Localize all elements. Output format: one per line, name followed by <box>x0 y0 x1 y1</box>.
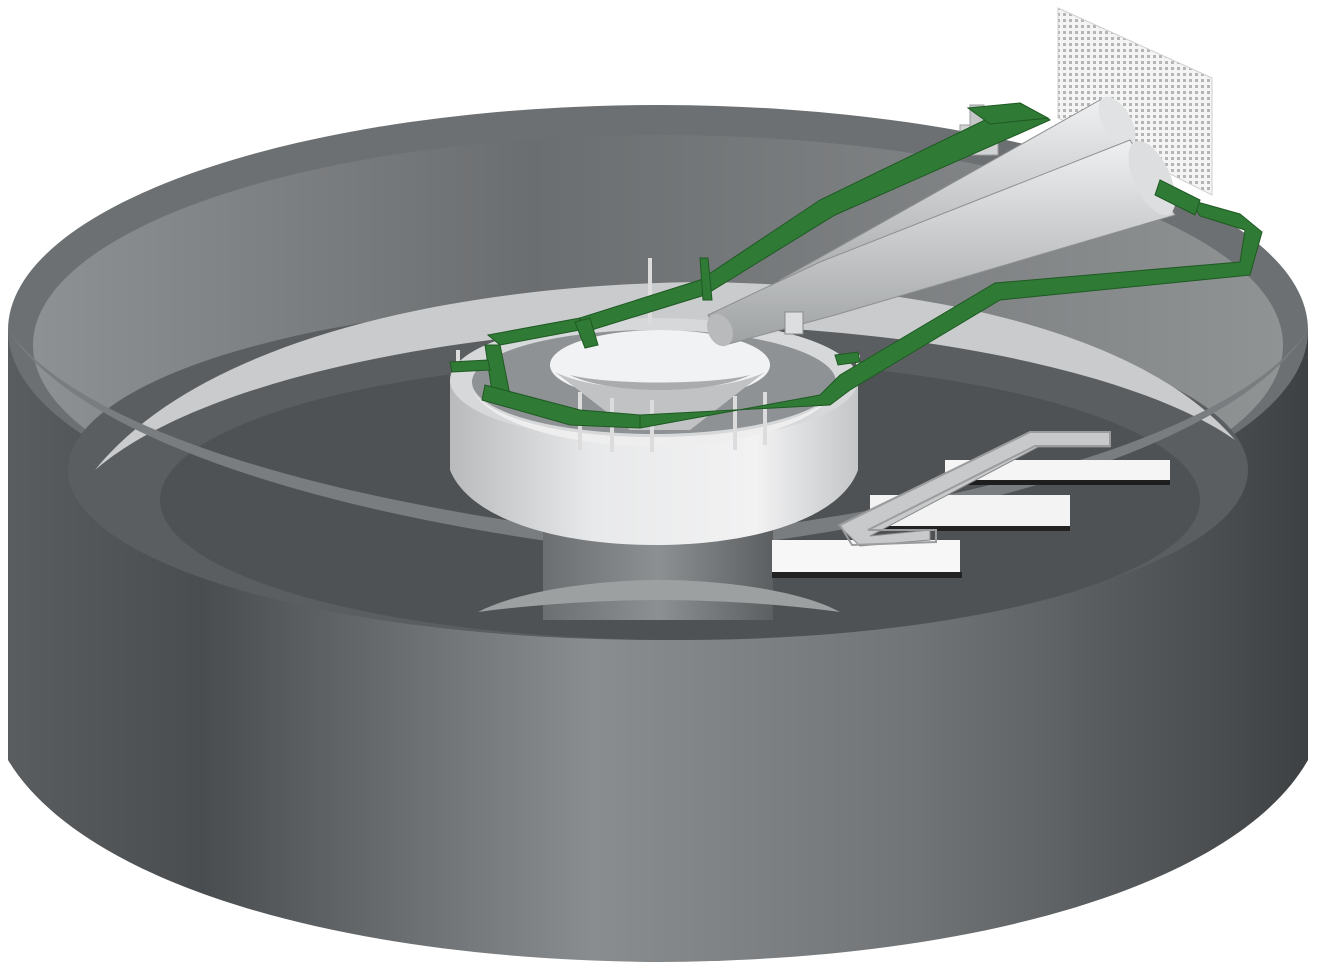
green-frame <box>449 102 1263 429</box>
frame-beam <box>699 257 713 301</box>
frame-beam <box>1154 179 1201 216</box>
loop-coil <box>837 431 1111 547</box>
frame-beam <box>834 351 861 366</box>
funnel-inner <box>570 375 750 390</box>
step-1 <box>772 540 960 572</box>
funnel <box>550 330 770 430</box>
frame-beam <box>574 317 599 349</box>
frame-hub-block <box>784 311 804 335</box>
frame-beam <box>966 102 1050 125</box>
step-3-shadow <box>945 480 1170 485</box>
frame-beam <box>579 102 1052 333</box>
horn-lower-end <box>706 313 734 347</box>
step-1-shadow <box>772 572 962 578</box>
funnel-cone <box>555 372 765 430</box>
mesh-panel <box>1057 7 1213 196</box>
frame-beam <box>449 359 491 373</box>
mesh-panel-grid <box>1057 7 1213 196</box>
inner-ring-lip <box>472 392 836 446</box>
horn-upper-mouth <box>1098 96 1136 148</box>
loop-coil-outline <box>838 431 1111 547</box>
step-2-shadow <box>872 526 1070 531</box>
frame-hub <box>784 311 804 335</box>
column-base-ring <box>478 580 840 612</box>
